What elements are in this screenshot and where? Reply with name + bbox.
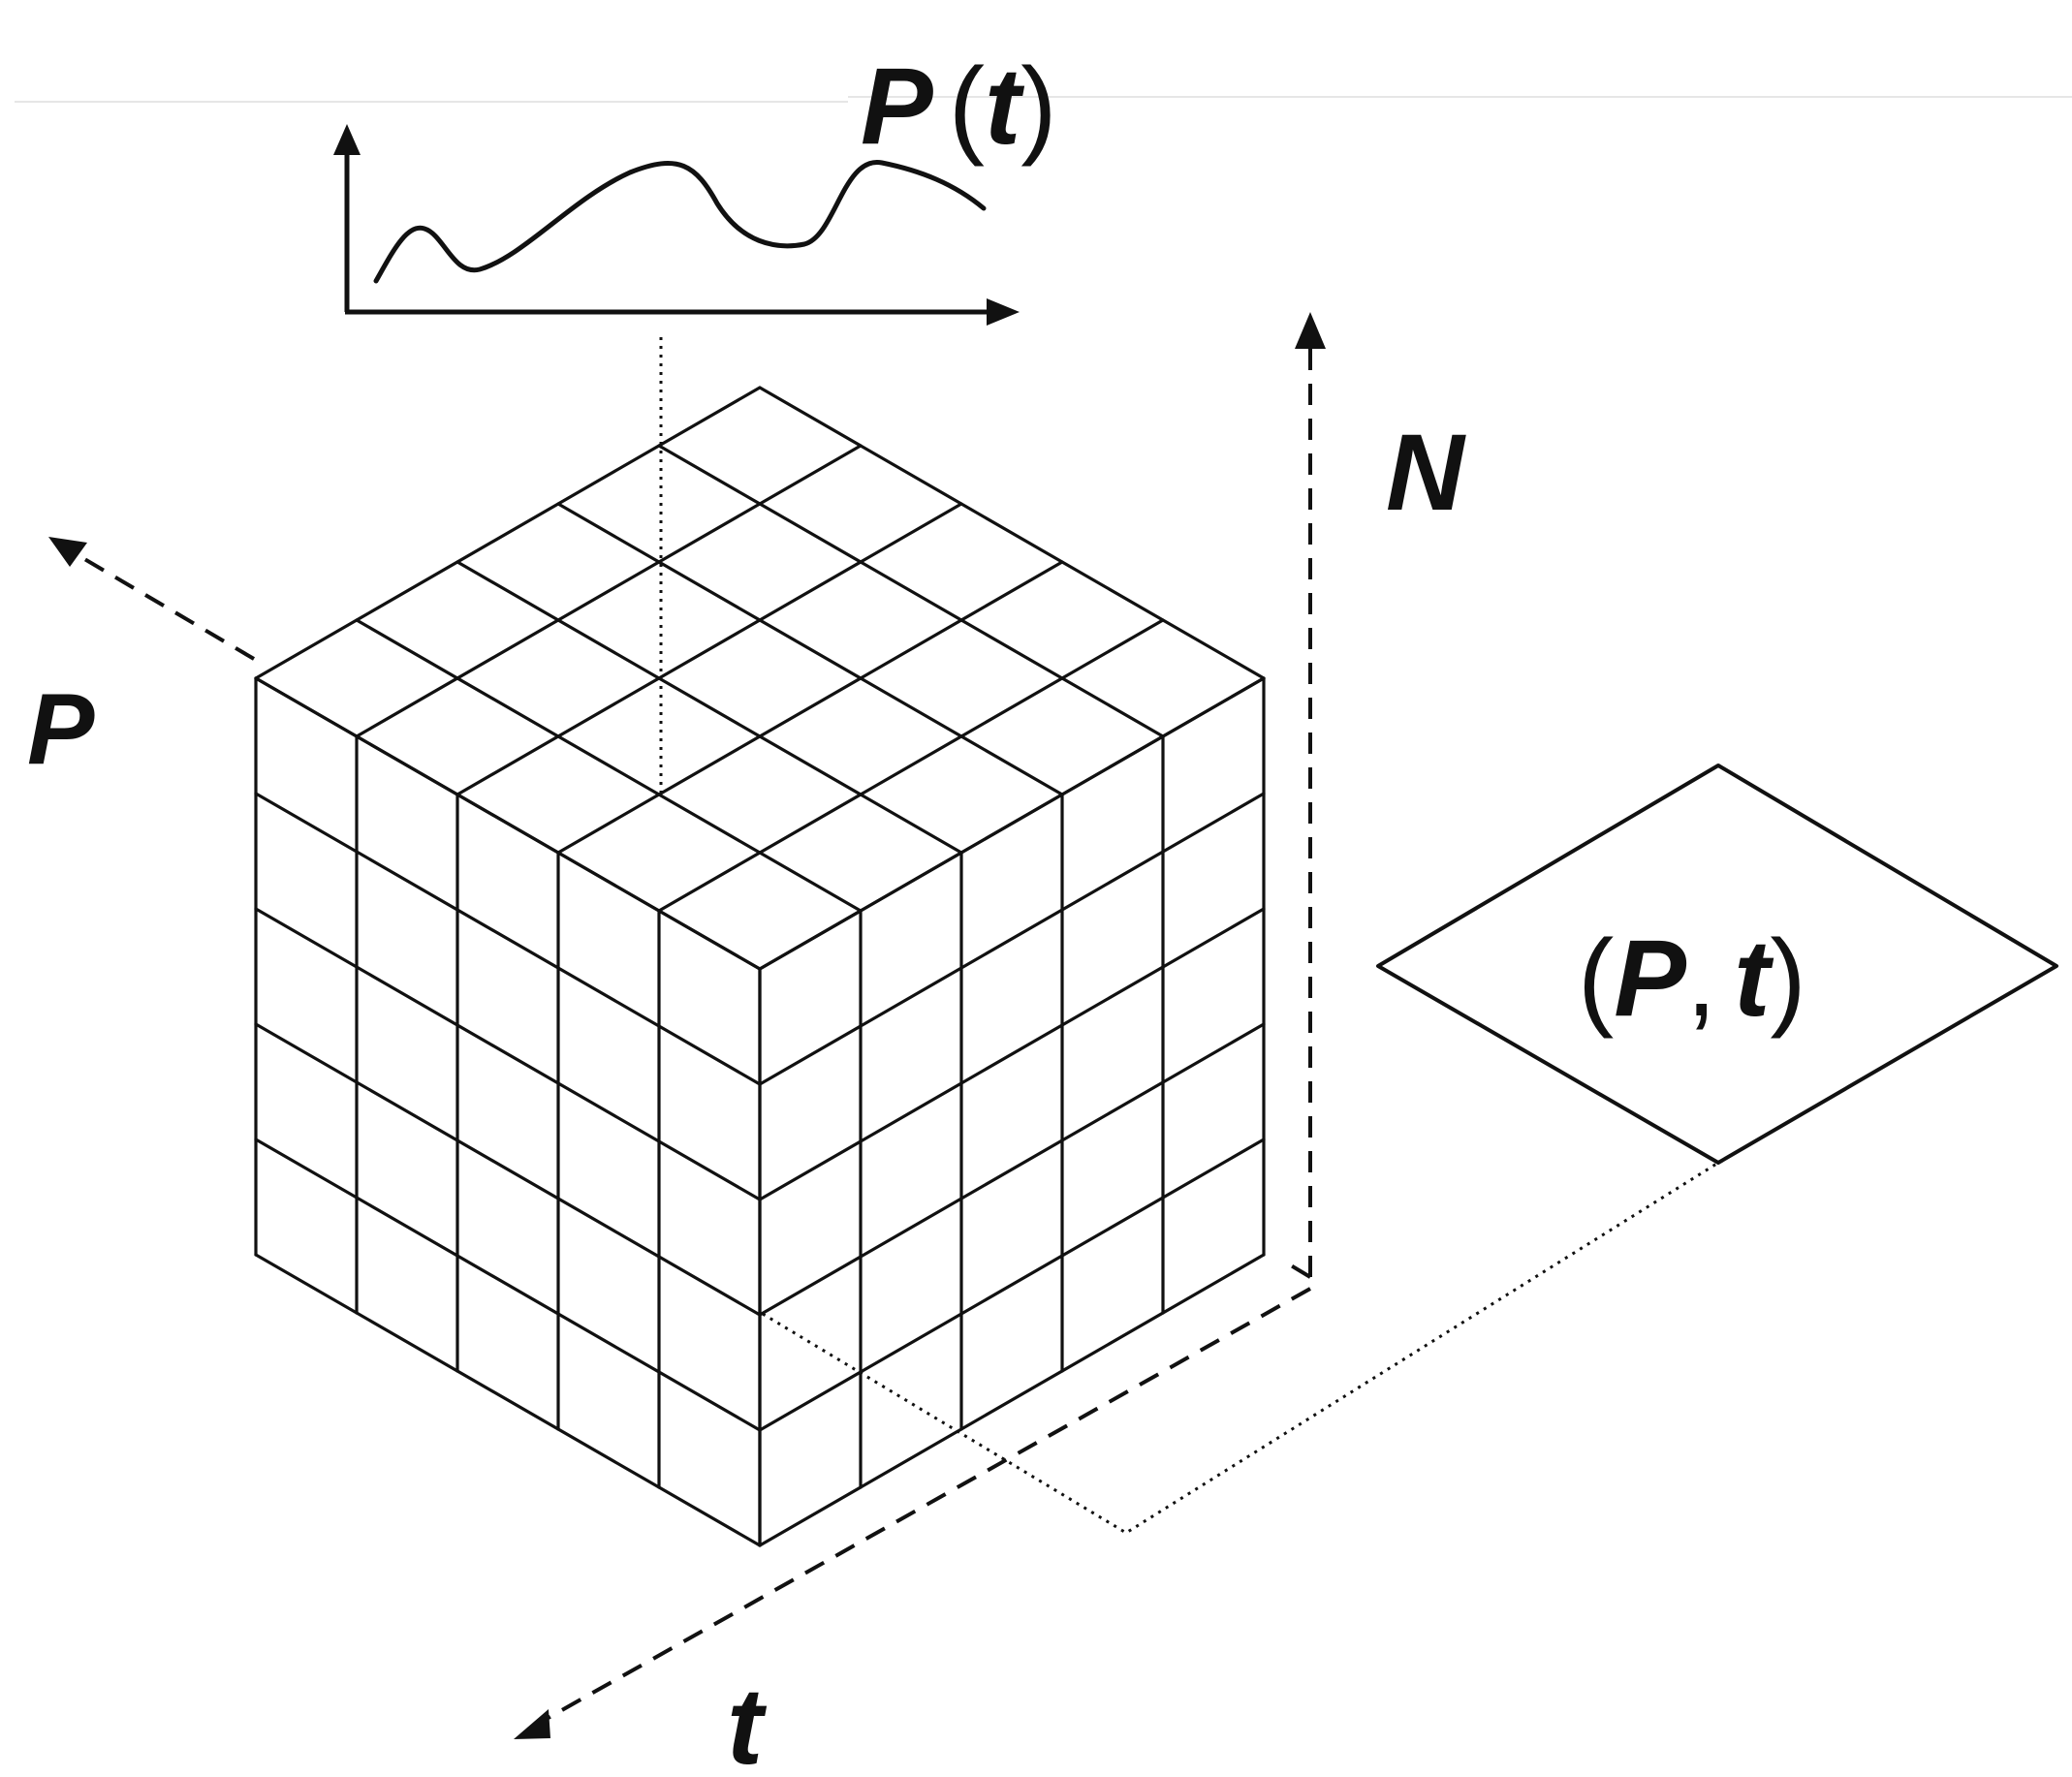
cube-right-horizontal-gridline-17 bbox=[758, 907, 1266, 1201]
p-axis-dashed-line bbox=[68, 548, 256, 661]
n-axis-label: N bbox=[1386, 412, 1466, 533]
p-axis-label: P bbox=[27, 673, 95, 786]
p-axis: P bbox=[27, 537, 256, 786]
n-axis: N bbox=[1289, 312, 1466, 1279]
cube-top-gridline-12 bbox=[455, 560, 963, 855]
inset-y-arrowhead bbox=[333, 124, 361, 155]
cube-left-horizontal-gridline-33 bbox=[254, 1253, 762, 1547]
cube-top-gridline-7 bbox=[355, 444, 863, 738]
n-axis-base-hook bbox=[1289, 1263, 1312, 1279]
t-axis-arrowhead bbox=[514, 1709, 550, 1739]
data-cube bbox=[254, 386, 1266, 1547]
p-of-t-label: P(t) bbox=[861, 46, 1057, 167]
cube-top-gridline-1 bbox=[254, 386, 762, 680]
cube-top-gridline-13 bbox=[455, 502, 963, 796]
cube-right-horizontal-gridline-11 bbox=[758, 792, 1266, 1086]
cube-left-horizontal-gridline-21 bbox=[254, 1022, 762, 1317]
pt-plane-label: (P,t) bbox=[1578, 918, 1806, 1039]
inset-signal-curve bbox=[373, 160, 987, 284]
inset-x-arrowhead bbox=[987, 298, 1020, 326]
n-axis-arrowhead bbox=[1295, 312, 1326, 349]
cube-left-horizontal-gridline-15 bbox=[254, 907, 762, 1201]
t-axis-dashed-line bbox=[544, 1287, 1311, 1722]
t-axis-label: t bbox=[727, 1666, 768, 1777]
cube-left-horizontal-gridline-27 bbox=[254, 1138, 762, 1432]
cube-left-horizontal-gridline-3 bbox=[254, 676, 762, 971]
cube-top-gridline-31 bbox=[758, 676, 1266, 971]
cube-top-gridline-25 bbox=[657, 618, 1165, 913]
pt-plane: (P,t) bbox=[1376, 764, 2058, 1165]
cube-right-horizontal-gridline-23 bbox=[758, 1022, 1266, 1317]
cube-right-horizontal-gridline-35 bbox=[758, 1253, 1266, 1547]
cube-top-gridline-24 bbox=[657, 444, 1165, 738]
cube-top-gridline-30 bbox=[758, 386, 1266, 680]
cube-top-gridline-6 bbox=[355, 618, 863, 913]
t-axis: t bbox=[514, 1287, 1311, 1777]
cell-to-plane-dotted-line bbox=[762, 1161, 1719, 1535]
cube-top-gridline-18 bbox=[556, 502, 1064, 796]
p-axis-arrowhead bbox=[48, 537, 87, 567]
cube-top-gridline-19 bbox=[556, 560, 1064, 855]
inset-time-series-plot: P(t) bbox=[333, 46, 1057, 326]
pt-plane-rhombus bbox=[1376, 764, 2058, 1165]
cube-left-horizontal-gridline-9 bbox=[254, 792, 762, 1086]
cube-right-horizontal-gridline-29 bbox=[758, 1138, 1266, 1432]
